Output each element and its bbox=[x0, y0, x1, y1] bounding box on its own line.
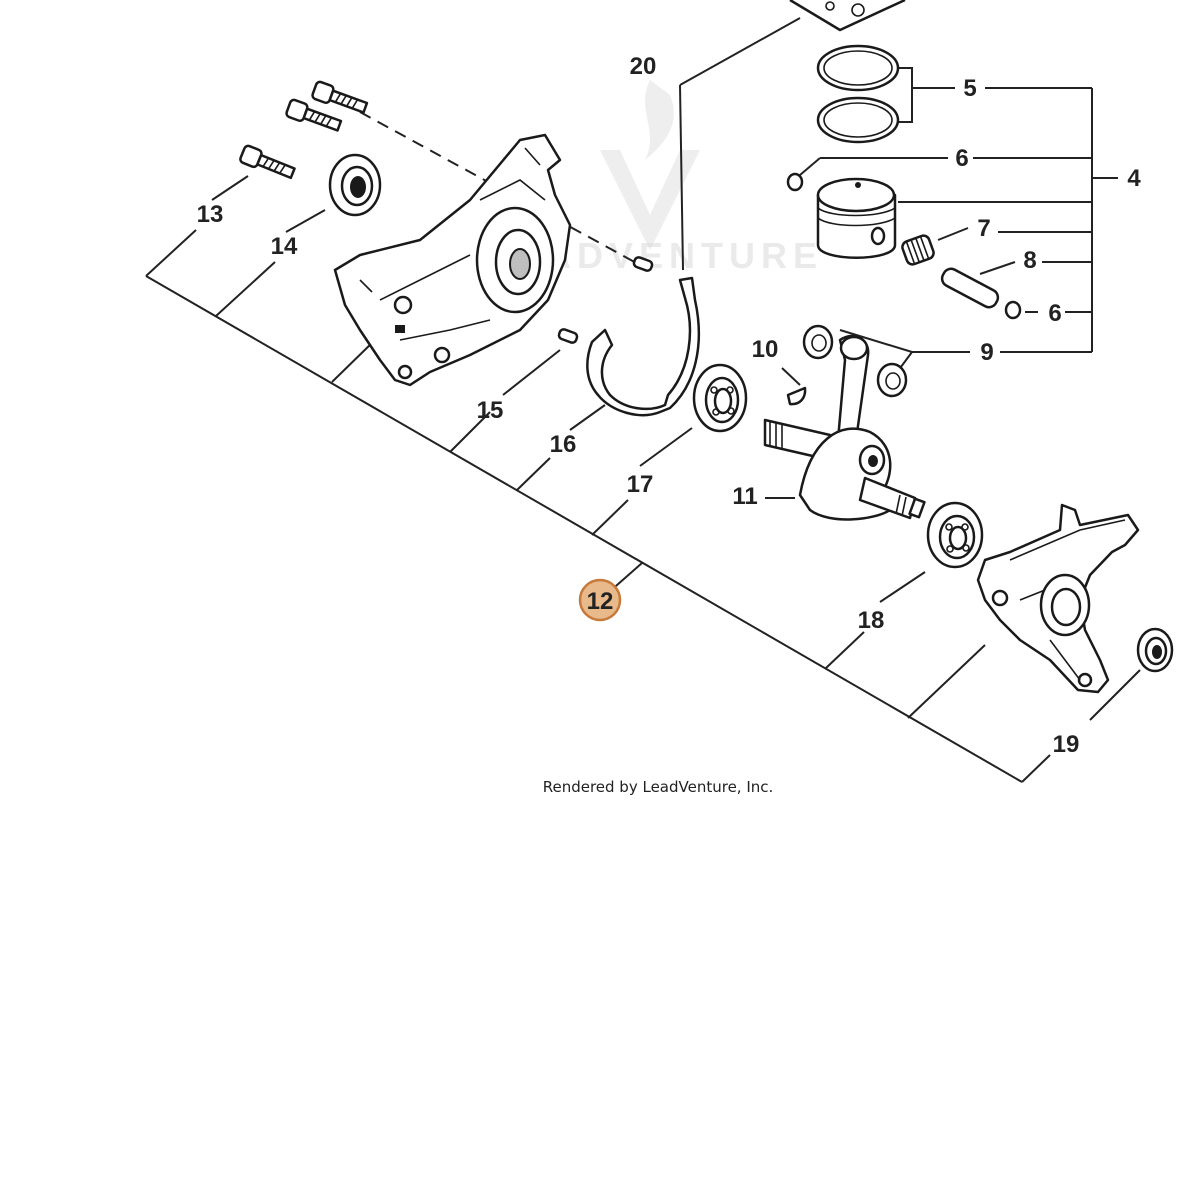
needle-bearing bbox=[901, 234, 935, 266]
bolt-3 bbox=[239, 144, 296, 180]
circlip-lower bbox=[1004, 300, 1022, 320]
oil-seal-left bbox=[328, 153, 382, 217]
callout-8: 8 bbox=[1023, 247, 1036, 274]
ball-bearing-18 bbox=[926, 501, 984, 569]
thrust-washer-upper bbox=[802, 324, 834, 360]
bolt-2 bbox=[285, 98, 343, 132]
circlip-upper bbox=[786, 172, 804, 192]
callout-4: 4 bbox=[1127, 165, 1141, 192]
gasket-top-fragment bbox=[789, 0, 906, 32]
callout-12: 12 bbox=[587, 588, 614, 615]
callout-5: 5 bbox=[963, 75, 976, 102]
callouts: 5 4 6 7 8 6 9 10 11 13 14 15 16 17 18 19… bbox=[197, 53, 1142, 758]
callout-7: 7 bbox=[977, 215, 990, 242]
callout-13: 13 bbox=[197, 201, 224, 228]
dowel-pin-upper bbox=[632, 256, 654, 272]
callout-6-lower: 6 bbox=[1048, 300, 1061, 327]
callout-6-upper: 6 bbox=[955, 145, 968, 172]
bolts bbox=[239, 80, 369, 180]
piston-rings bbox=[816, 44, 900, 144]
leader-lines bbox=[145, 17, 1141, 783]
callout-15: 15 bbox=[477, 397, 504, 424]
callout-19: 19 bbox=[1053, 731, 1080, 758]
callout-10: 10 bbox=[752, 336, 779, 363]
callout-20: 20 bbox=[630, 53, 657, 80]
ball-bearing-17 bbox=[692, 363, 748, 433]
oil-seal-right bbox=[1136, 627, 1174, 673]
thrust-washer-lower bbox=[876, 362, 908, 398]
callout-16: 16 bbox=[550, 431, 577, 458]
piston bbox=[816, 177, 897, 259]
callout-18: 18 bbox=[858, 607, 885, 634]
crankcase-half-left bbox=[333, 133, 572, 387]
callout-17: 17 bbox=[627, 471, 654, 498]
watermark-text: ADVENTURE bbox=[545, 235, 823, 276]
dowel-pins bbox=[557, 256, 654, 344]
bolt-1 bbox=[311, 80, 369, 114]
watermark: ADVENTURE bbox=[545, 80, 823, 276]
crankcase-half-right bbox=[976, 503, 1140, 694]
highlight-circle bbox=[578, 578, 622, 622]
dowel-pin-15 bbox=[557, 328, 579, 344]
callout-14: 14 bbox=[271, 233, 298, 260]
render-credit: Rendered by LeadVenture, Inc. bbox=[543, 778, 774, 796]
piston-pin bbox=[940, 267, 1000, 309]
callout-9: 9 bbox=[980, 339, 993, 366]
woodruff-key bbox=[786, 386, 807, 406]
gasket-16 bbox=[586, 276, 701, 417]
watermark-logo bbox=[600, 80, 700, 250]
callout-12-highlight[interactable]: 12 bbox=[578, 578, 622, 622]
callout-11: 11 bbox=[732, 483, 757, 510]
crankshaft bbox=[763, 334, 926, 521]
